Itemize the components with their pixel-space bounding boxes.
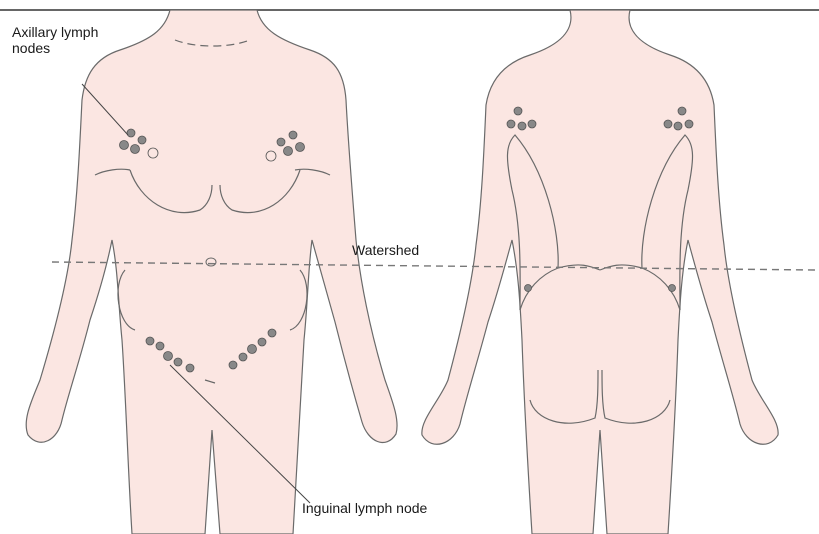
inguinal-lymph-node-label: Inguinal lymph node bbox=[302, 500, 427, 516]
axillary-lymph-nodes-label: Axillary lymph nodes bbox=[12, 24, 102, 56]
back-body-figure bbox=[422, 10, 778, 534]
front-body-figure bbox=[26, 10, 397, 534]
watershed-label: Watershed bbox=[352, 242, 419, 258]
